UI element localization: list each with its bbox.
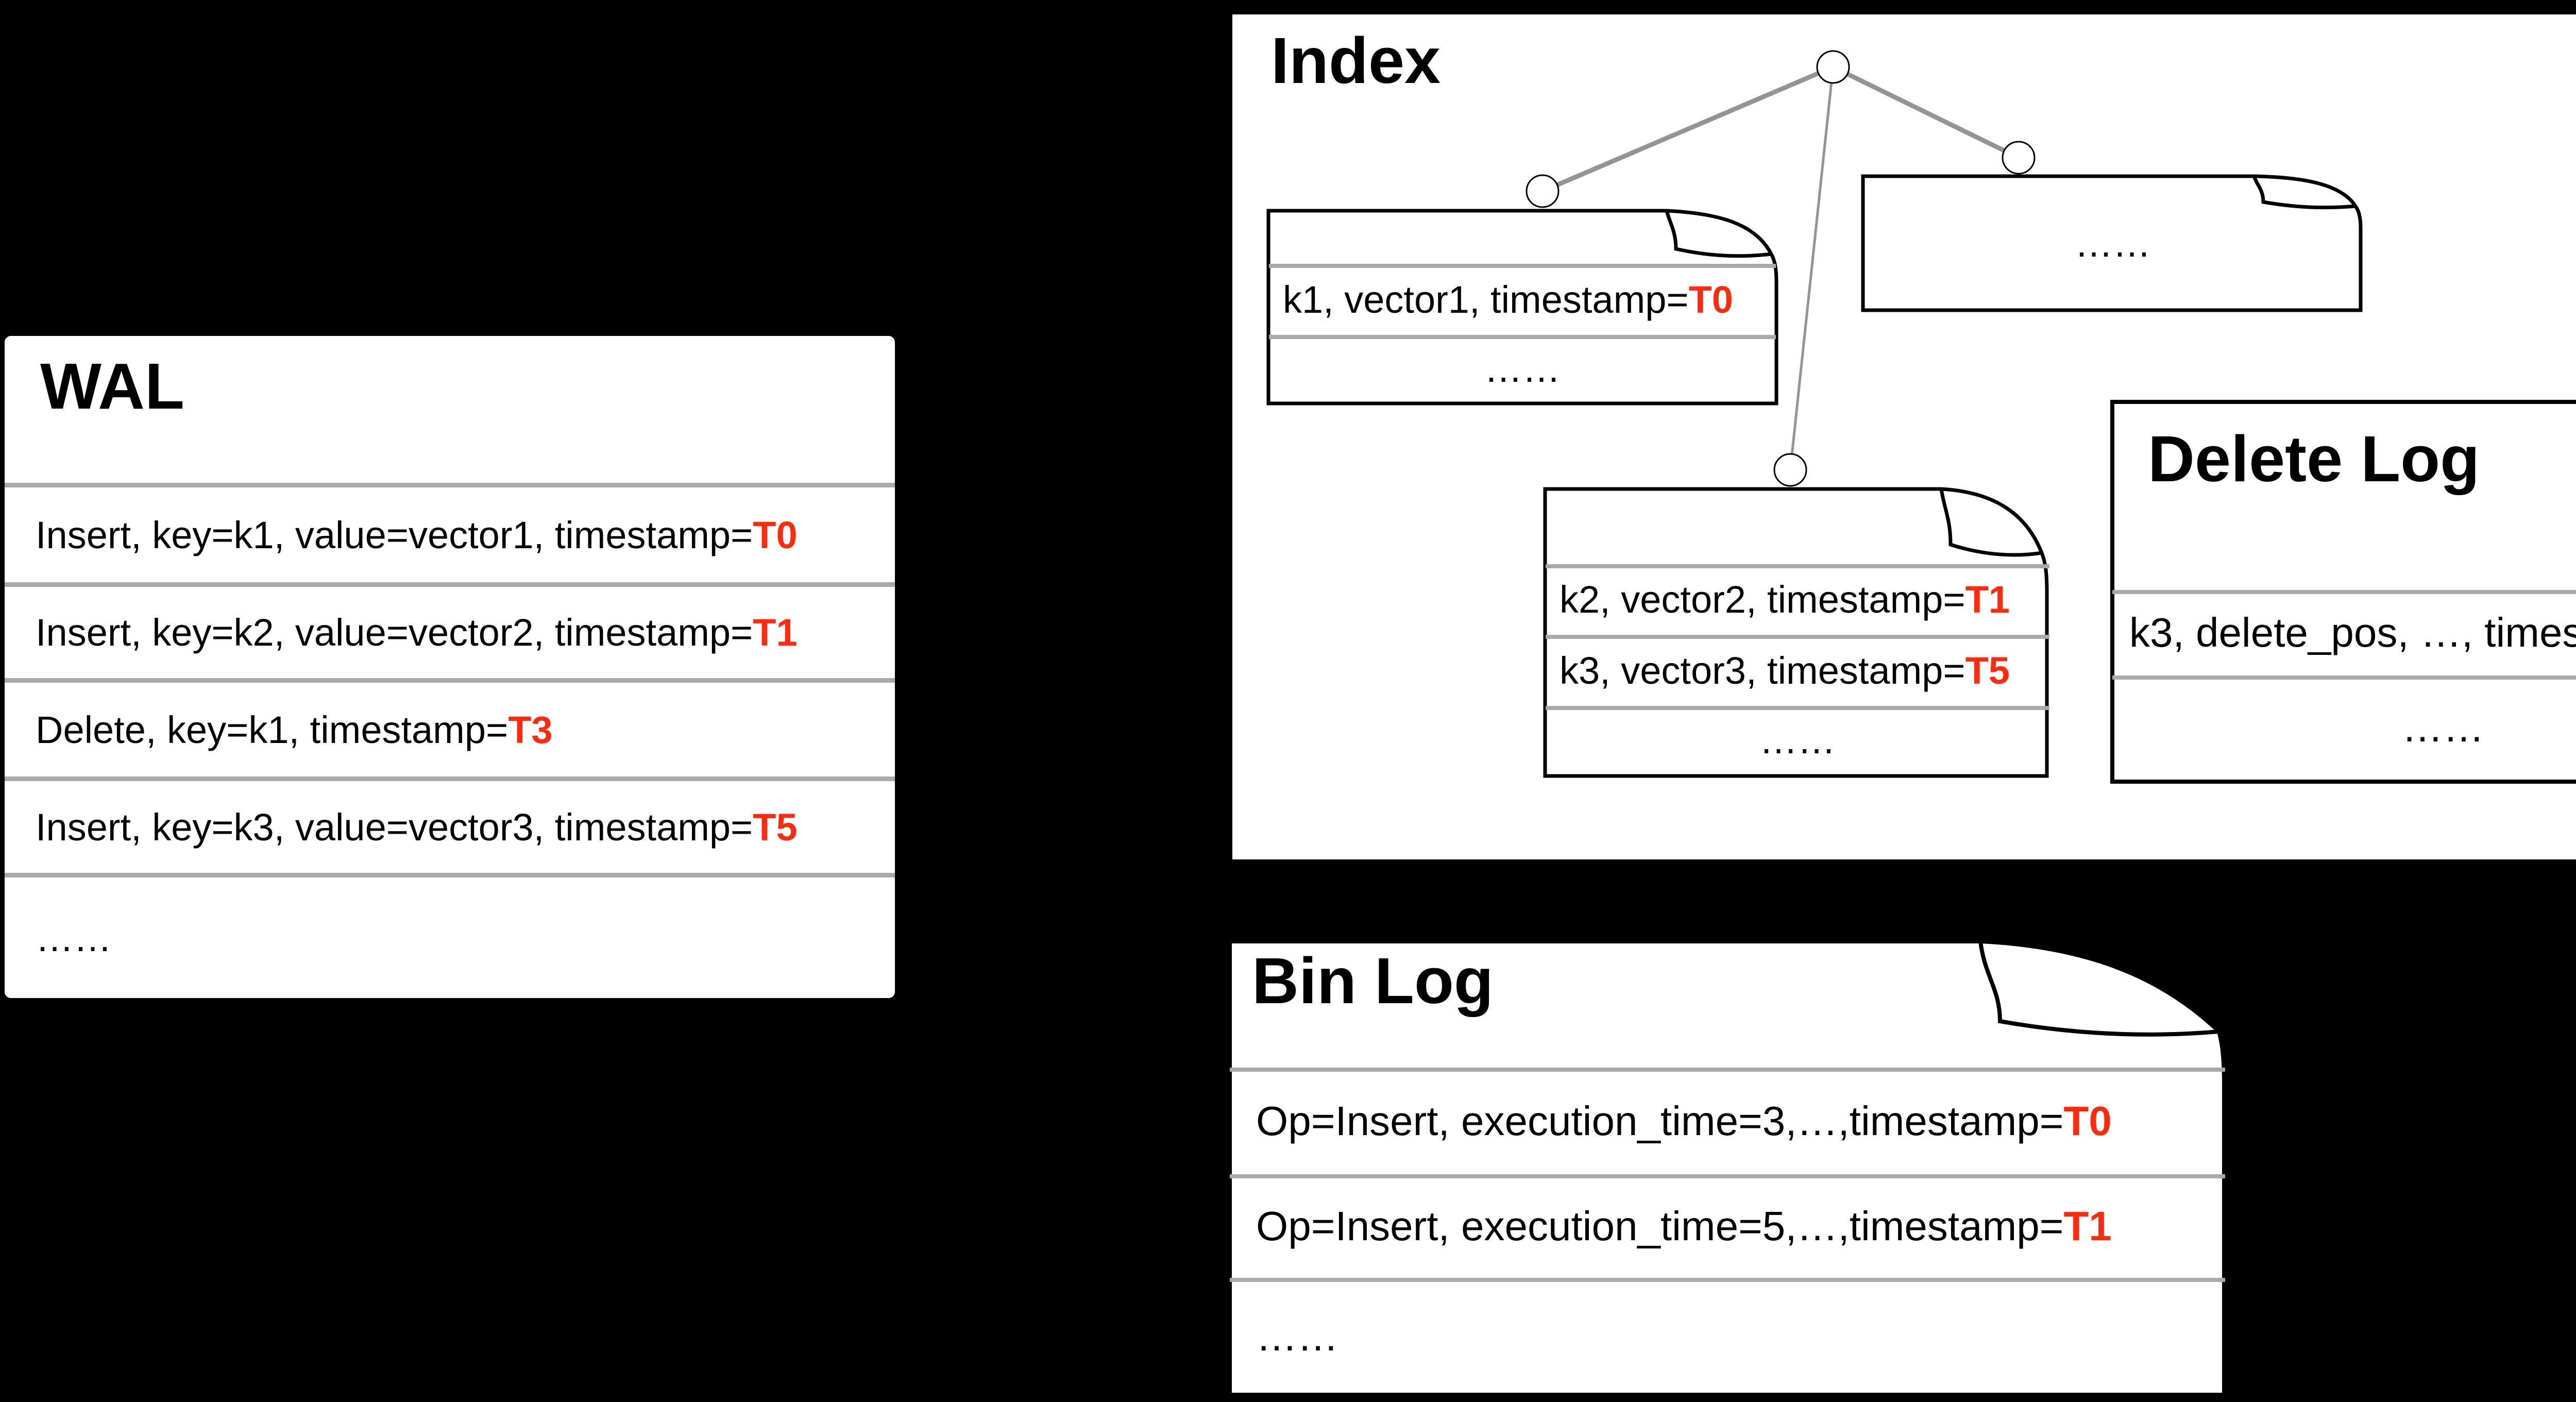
wal-entry-list: Insert, key=k1, value=vector1, timestamp… <box>5 483 895 998</box>
ellipsis-text: …… <box>1759 718 1836 762</box>
row-divider <box>1546 706 2049 710</box>
wal-panel: WAL Insert, key=k1, value=vector1, times… <box>5 336 895 998</box>
ellipsis-text: …… <box>1256 1313 1338 1359</box>
bin-log-doc: Bin Log Op=Insert, execution_time=3,…,ti… <box>1227 939 2228 1397</box>
folded-corner-icon <box>1665 210 1772 258</box>
delete-log-title: Delete Log <box>2148 423 2480 495</box>
timestamp-value: T0 <box>2063 1097 2112 1144</box>
timestamp-value: T0 <box>1688 278 1733 321</box>
index-ellipsis-row: …… <box>1266 335 1778 402</box>
index-title: Index <box>1271 24 1441 97</box>
index-segment-middle: k2, vector2, timestamp=T1 k3, vector3, t… <box>1543 487 2052 778</box>
timestamp-value: T0 <box>753 513 798 556</box>
index-entry: k1, vector1, timestamp=T0 <box>1266 264 1778 335</box>
delete-log-ellipsis-row: …… <box>2110 675 2576 780</box>
document-shape <box>1861 174 2363 312</box>
timestamp-value: T1 <box>1965 578 2010 621</box>
delete-log-entry: k3, delete_pos, …, timestamp=T3 <box>2110 590 2576 675</box>
index-entry: k2, vector2, timestamp=T1 <box>1543 564 2052 635</box>
tree-edge <box>1541 64 1834 194</box>
index-segment-left: k1, vector1, timestamp=T0 …… <box>1266 209 1778 406</box>
bin-log-entry-text: Op=Insert, execution_time=3,…,timestamp= <box>1256 1097 2064 1144</box>
wal-entry: Insert, key=k1, value=vector1, timestamp… <box>5 483 895 582</box>
timestamp-value: T1 <box>2063 1203 2112 1249</box>
wal-entry-text: Insert, key=k3, value=vector3, timestamp… <box>36 805 753 849</box>
row-divider <box>1230 1278 2225 1282</box>
delete-log-entry-text: k3, delete_pos, …, timestamp= <box>2129 610 2576 655</box>
index-entry-text: k3, vector3, timestamp= <box>1560 649 1965 692</box>
document-shape <box>1543 487 2049 778</box>
wal-title: WAL <box>40 350 184 423</box>
bin-log-entry: Op=Insert, execution_time=3,…,timestamp=… <box>1227 1068 2228 1174</box>
index-entry-text: k1, vector1, timestamp= <box>1283 278 1689 321</box>
wal-entry-text: Insert, key=k1, value=vector1, timestamp… <box>36 513 753 556</box>
wal-entry-text: Insert, key=k2, value=vector2, timestamp… <box>36 611 753 654</box>
ellipsis-text: …… <box>36 916 112 959</box>
bin-log-title: Bin Log <box>1252 944 1494 1017</box>
row-divider <box>1546 564 2049 568</box>
ellipsis-text: …… <box>1484 347 1561 390</box>
wal-entry: Insert, key=k2, value=vector2, timestamp… <box>5 582 895 678</box>
row-divider <box>1230 1068 2225 1072</box>
timestamp-value: T5 <box>1965 649 2010 692</box>
row-divider <box>2112 590 2576 594</box>
row-divider <box>1269 335 1776 339</box>
tree-node-circle <box>2002 141 2036 175</box>
timestamp-value: T3 <box>508 708 553 751</box>
bin-log-entry-text: Op=Insert, execution_time=5,…,timestamp= <box>1256 1203 2064 1249</box>
tree-node-circle <box>1773 453 1807 487</box>
row-divider <box>1230 1174 2225 1178</box>
document-shape <box>1266 209 1778 406</box>
bin-log-ellipsis-row: …… <box>1227 1278 2228 1395</box>
index-ellipsis-row: …… <box>1861 174 2365 312</box>
wal-entry-text: Delete, key=k1, timestamp= <box>36 708 509 751</box>
wal-entry: Insert, key=k3, value=vector3, timestamp… <box>5 776 895 873</box>
row-divider <box>1546 635 2049 639</box>
folded-corner-icon <box>2252 175 2356 210</box>
ellipsis-text: …… <box>2402 704 2484 750</box>
bin-log-entry: Op=Insert, execution_time=5,…,timestamp=… <box>1227 1174 2228 1278</box>
ellipsis-text: …… <box>2075 222 2151 265</box>
tree-node-circle <box>1816 50 1850 84</box>
index-segment-right: …… <box>1861 174 2365 312</box>
tree-edge <box>1832 64 2020 160</box>
index-entry-text: k2, vector2, timestamp= <box>1560 578 1965 621</box>
folded-corner-icon <box>1939 488 2042 557</box>
index-entry: k3, vector3, timestamp=T5 <box>1543 635 2052 706</box>
timestamp-value: T1 <box>753 611 798 654</box>
index-tree <box>1526 50 2036 487</box>
wal-ellipsis-row: …… <box>5 873 895 998</box>
wal-entry: Delete, key=k1, timestamp=T3 <box>5 678 895 776</box>
row-divider <box>1269 264 1776 268</box>
tree-node-circle <box>1526 174 1560 208</box>
delete-log-doc: Delete Log k3, delete_pos, …, timestamp=… <box>2110 399 2576 784</box>
folded-corner-icon <box>1978 941 2219 1037</box>
row-divider <box>2112 675 2576 680</box>
index-panel: Index k1, vector1, timestamp <box>1232 14 2576 859</box>
timestamp-value: T5 <box>753 805 798 849</box>
tree-edge <box>1789 66 1835 470</box>
index-ellipsis-row: …… <box>1543 706 2052 774</box>
